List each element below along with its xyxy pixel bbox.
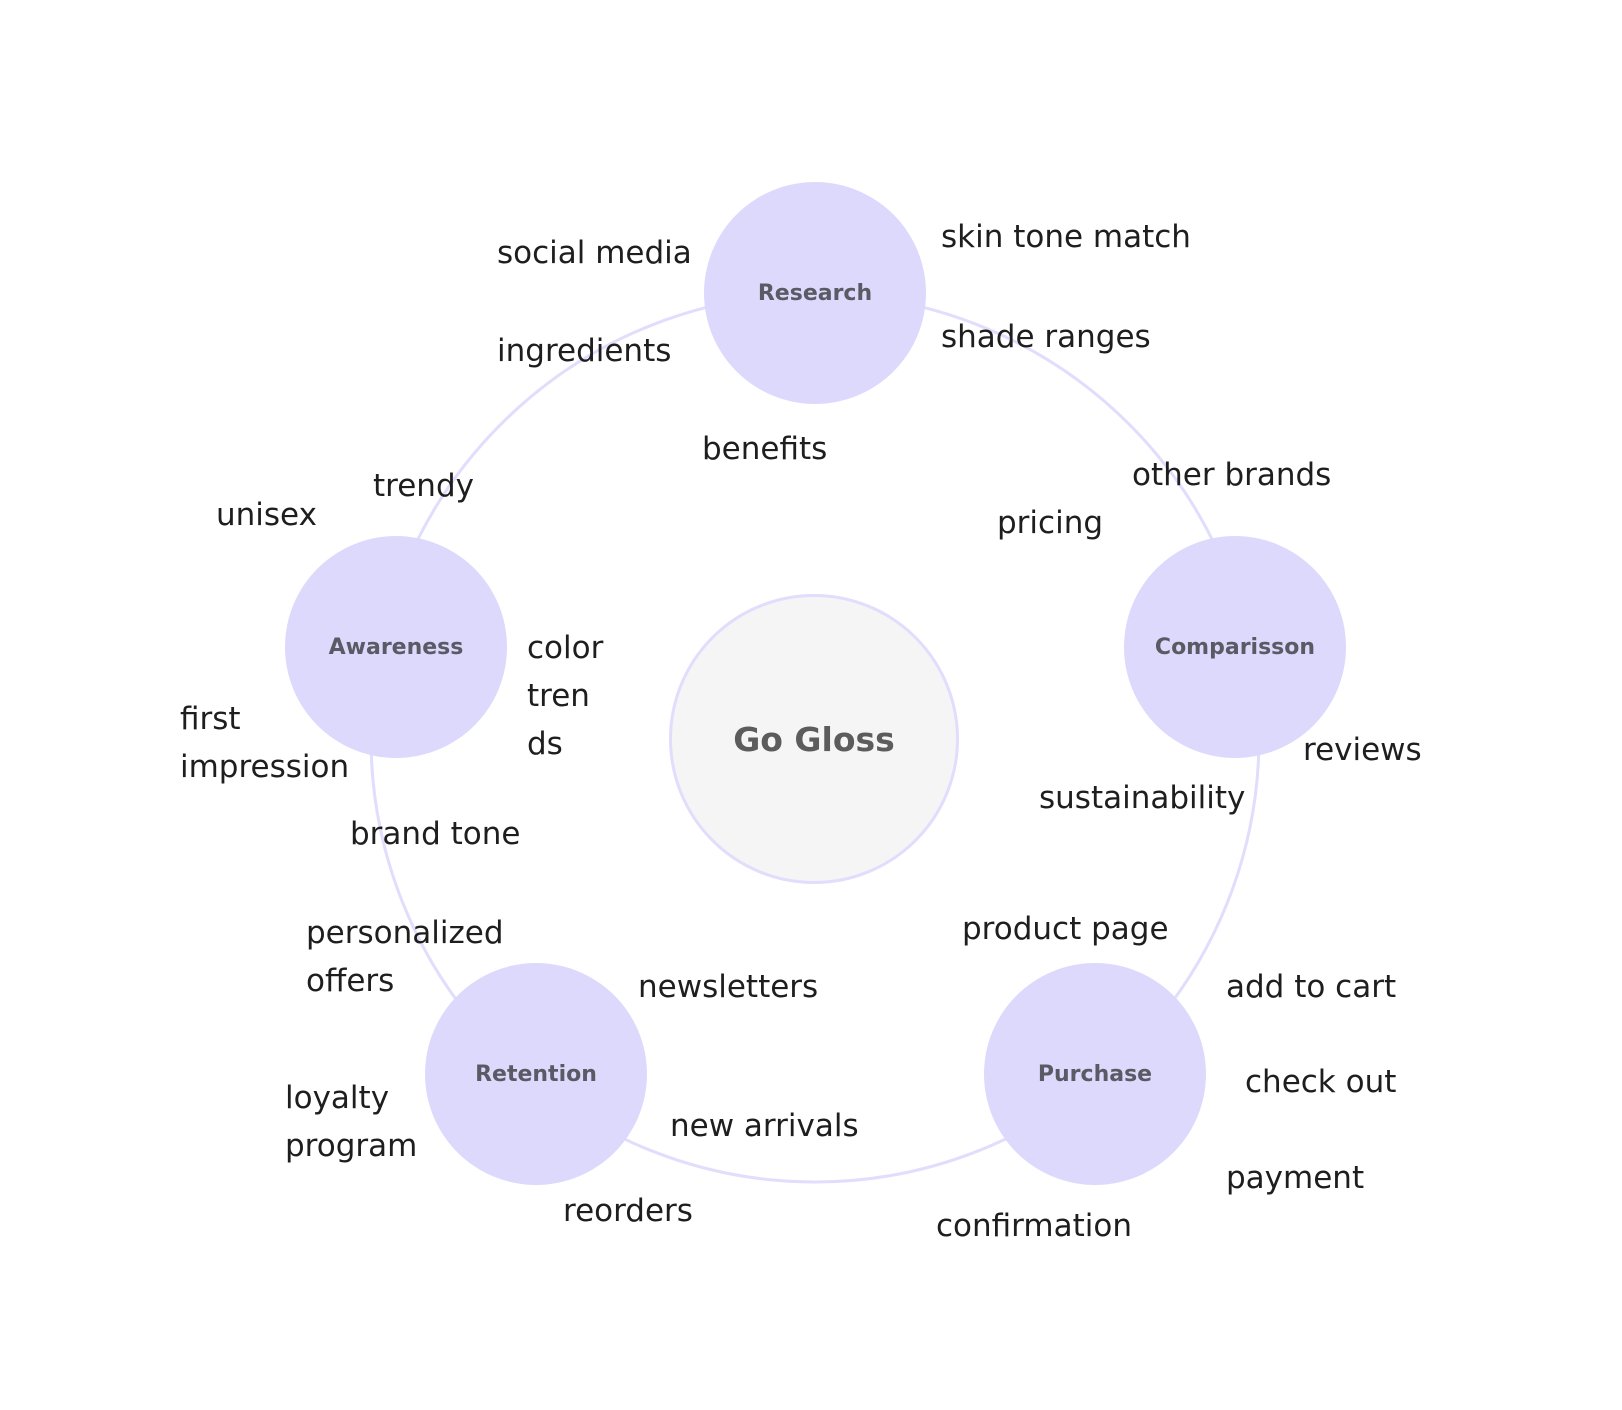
- keyword-loyalty-program: loyalty program: [285, 1074, 417, 1170]
- keyword-reviews: reviews: [1303, 732, 1422, 768]
- stage-label-research: Research: [757, 280, 873, 306]
- stage-node-research: Research: [704, 182, 926, 404]
- keyword-newsletters: newsletters: [638, 969, 819, 1005]
- center-title: Go Gloss: [733, 719, 895, 759]
- stage-node-purchase: Purchase: [984, 963, 1206, 1185]
- keyword-tren: tren: [527, 678, 590, 714]
- keyword-new-arrivals: new arrivals: [670, 1108, 859, 1144]
- keyword-benefits: benefits: [702, 431, 828, 467]
- keyword-first: first: [180, 701, 241, 737]
- keyword-trendy: trendy: [373, 468, 474, 504]
- keyword-impression: impression: [180, 749, 350, 785]
- keyword-first-impression: first impression: [180, 695, 349, 791]
- keyword-shade-ranges: shade ranges: [941, 319, 1151, 355]
- stage-label-awareness: Awareness: [328, 634, 464, 660]
- keyword-ingredients: ingredients: [497, 333, 672, 369]
- stage-label-comparisson: Comparisson: [1154, 634, 1316, 660]
- stage-label-retention: Retention: [475, 1061, 597, 1087]
- keyword-personalized-offers: personalized offers: [306, 909, 504, 1005]
- stage-node-awareness: Awareness: [285, 536, 507, 758]
- keyword-other-brands: other brands: [1132, 457, 1332, 493]
- keyword-color-trends: color tren ds: [527, 624, 603, 768]
- keyword-payment: payment: [1226, 1160, 1365, 1196]
- keyword-personalized: personalized: [306, 915, 504, 951]
- keyword-sustainability: sustainability: [1039, 780, 1246, 816]
- keyword-unisex: unisex: [216, 497, 317, 533]
- stage-node-comparisson: Comparisson: [1124, 536, 1346, 758]
- keyword-brand-tone: brand tone: [350, 816, 521, 852]
- center-node: Go Gloss: [669, 594, 959, 884]
- keyword-program: program: [285, 1128, 418, 1164]
- keyword-confirmation: confirmation: [936, 1208, 1132, 1244]
- keyword-add-to-cart: add to cart: [1226, 969, 1397, 1005]
- keyword-ds: ds: [527, 726, 563, 762]
- keyword-product-page: product page: [962, 911, 1169, 947]
- keyword-reorders: reorders: [563, 1193, 693, 1229]
- keyword-check-out: check out: [1245, 1064, 1397, 1100]
- keyword-pricing: pricing: [997, 505, 1104, 541]
- keyword-skin-tone-match: skin tone match: [941, 219, 1191, 255]
- stage-node-retention: Retention: [425, 963, 647, 1185]
- keyword-offers: offers: [306, 963, 395, 999]
- keyword-social-media: social media: [497, 235, 692, 271]
- keyword-loyalty: loyalty: [285, 1080, 390, 1116]
- keyword-color: color: [527, 630, 604, 666]
- stage-label-purchase: Purchase: [1037, 1061, 1153, 1087]
